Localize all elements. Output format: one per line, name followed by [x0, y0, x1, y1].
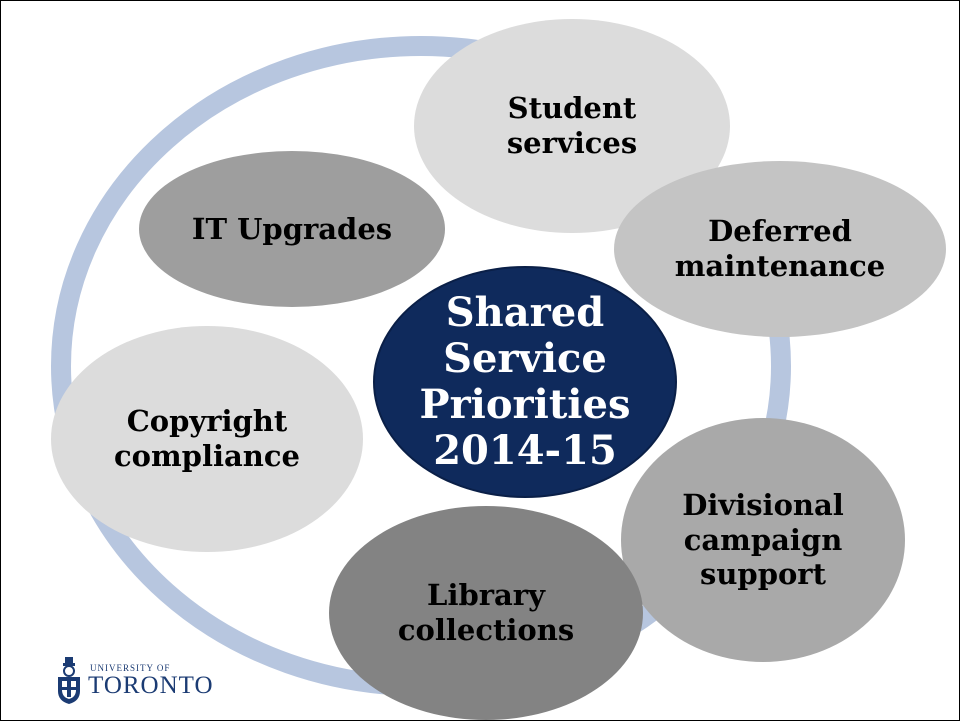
node-text: Student — [507, 91, 637, 126]
logo-main-text: TORONTO — [88, 671, 214, 699]
node-text: collections — [397, 613, 575, 647]
center-text: Shared — [445, 289, 605, 336]
node-deferred-maintenance: Deferred maintenance — [614, 161, 946, 337]
node-text: Deferred — [708, 214, 852, 249]
center-text: Priorities — [419, 381, 631, 428]
center-node: Shared Service Priorities 2014-15 — [373, 266, 677, 498]
crest-icon — [58, 657, 80, 704]
node-text: compliance — [114, 439, 300, 473]
node-text: maintenance — [674, 249, 886, 283]
center-text: Service — [443, 335, 607, 382]
node-library-collections: Library collections — [329, 506, 643, 720]
node-text: campaign — [683, 522, 843, 557]
node-text: Divisional — [682, 487, 844, 522]
node-text: services — [506, 126, 638, 160]
node-copyright-compliance: Copyright compliance — [51, 326, 363, 552]
node-divisional-campaign-support: Divisional campaign support — [621, 418, 905, 662]
node-text: Library — [427, 578, 545, 613]
node-text: support — [700, 557, 826, 592]
center-text: 2014-15 — [433, 427, 617, 474]
university-logo: UNIVERSITY OF TORONTO — [56, 655, 214, 705]
node-text: IT Upgrades — [191, 211, 393, 246]
logo-top-text: UNIVERSITY OF — [90, 662, 171, 673]
node-text: Copyright — [126, 404, 288, 439]
node-it-upgrades: IT Upgrades — [139, 151, 445, 307]
